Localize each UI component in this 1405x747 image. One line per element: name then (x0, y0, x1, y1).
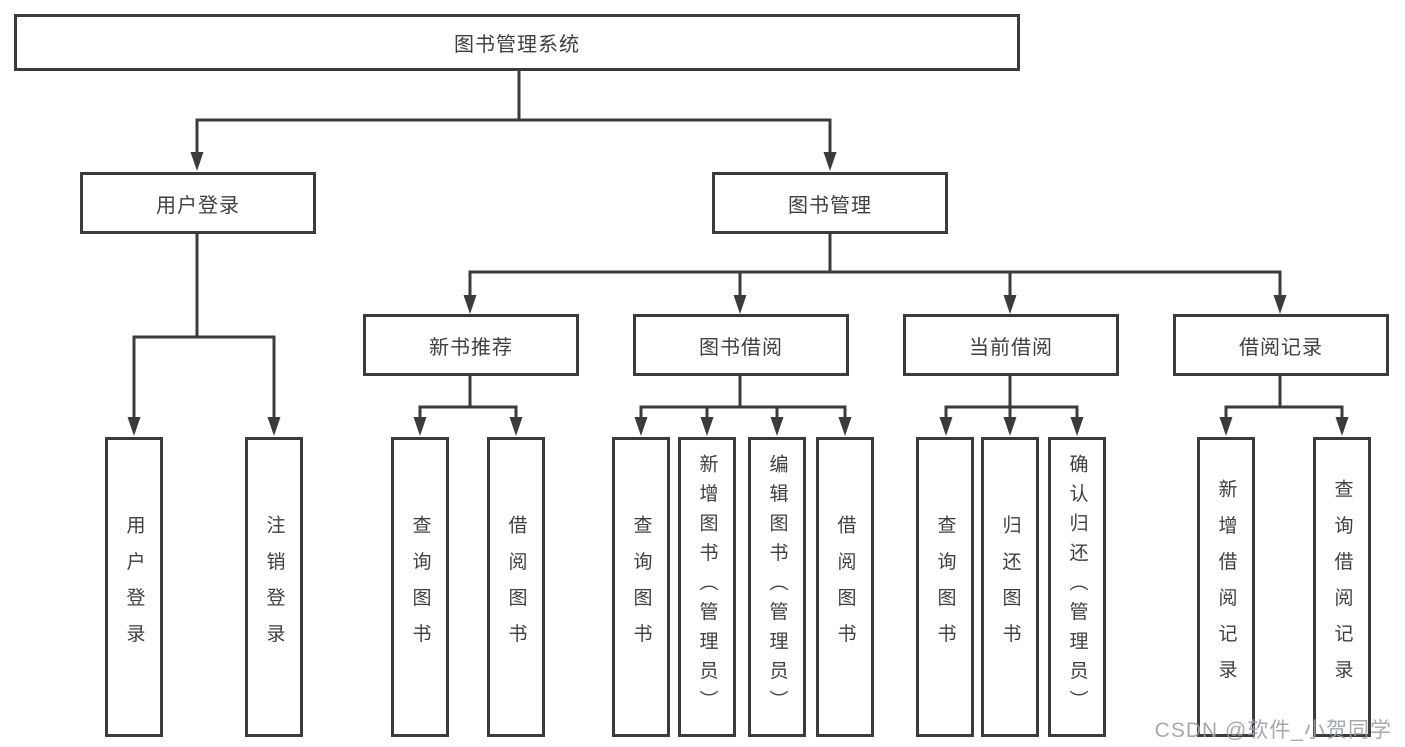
leaf-logout: 注销登录 (245, 437, 303, 737)
node-label: 借阅记录 (1239, 336, 1323, 359)
node-label: 编辑图书（管理员） (766, 454, 788, 720)
node-current-borrowing: 当前借阅 (903, 314, 1119, 376)
leaf-add-borrow-record: 新增借阅记录 (1197, 437, 1255, 737)
node-new-book-recommendation: 新书推荐 (363, 314, 579, 376)
node-label: 图书管理 (788, 194, 872, 217)
leaf-confirm-return-admin: 确认归还（管理员） (1048, 437, 1106, 737)
node-book-borrowing: 图书借阅 (633, 314, 849, 376)
node-borrowing-records: 借阅记录 (1173, 314, 1389, 376)
node-book-management: 图书管理 (712, 172, 948, 234)
node-label: 借阅图书 (834, 514, 856, 660)
node-label: 图书借阅 (699, 336, 783, 359)
leaf-query-books: 查询图书 (391, 437, 449, 737)
leaf-user-login: 用户登录 (105, 437, 163, 737)
node-label: 查询图书 (630, 514, 652, 660)
node-label: 注销登录 (263, 514, 285, 660)
node-label: 借阅图书 (505, 514, 527, 660)
leaf-edit-books-admin: 编辑图书（管理员） (748, 437, 806, 737)
node-label: 查询借阅记录 (1331, 478, 1353, 696)
node-label: 新增图书（管理员） (696, 454, 718, 720)
node-label: 新增借阅记录 (1215, 478, 1237, 696)
node-label: 图书管理系统 (454, 34, 580, 56)
leaf-borrow-books: 借阅图书 (816, 437, 874, 737)
leaf-query-books: 查询图书 (612, 437, 670, 737)
leaf-borrow-books: 借阅图书 (487, 437, 545, 737)
node-label: 查询图书 (409, 514, 431, 660)
node-label: 用户登录 (156, 194, 240, 217)
node-label: 查询图书 (934, 514, 956, 660)
node-label: 新书推荐 (429, 336, 513, 359)
node-label: 用户登录 (123, 514, 145, 660)
node-user-login: 用户登录 (80, 172, 316, 234)
node-label: 归还图书 (999, 514, 1021, 660)
leaf-query-borrow-record: 查询借阅记录 (1313, 437, 1371, 737)
csdn-watermark: CSDN @软件_小贺同学 (1154, 719, 1392, 742)
leaf-return-books: 归还图书 (981, 437, 1039, 737)
node-library-system-root: 图书管理系统 (14, 14, 1020, 71)
node-label: 确认归还（管理员） (1066, 454, 1088, 720)
leaf-query-books: 查询图书 (916, 437, 974, 737)
leaf-add-books-admin: 新增图书（管理员） (678, 437, 736, 737)
node-label: 当前借阅 (969, 336, 1053, 359)
